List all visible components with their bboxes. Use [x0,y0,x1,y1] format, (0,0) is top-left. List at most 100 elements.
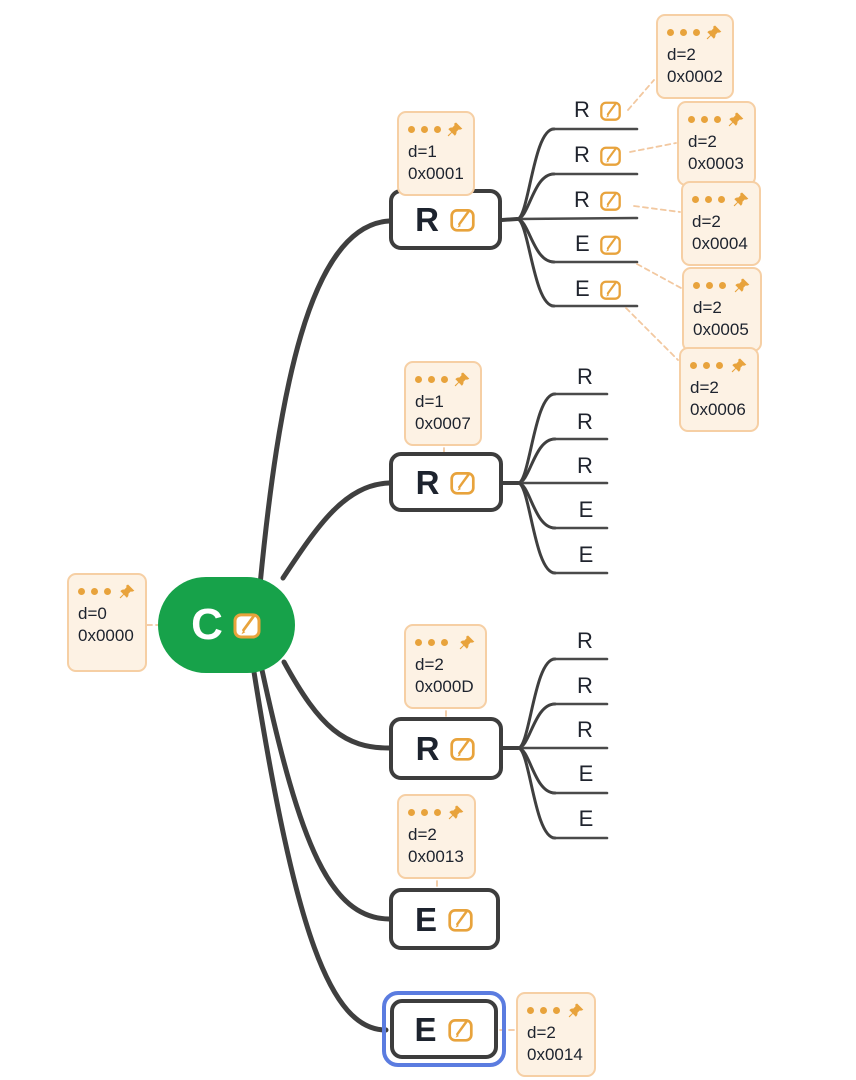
note-address: 0x0000 [78,626,134,646]
root-node-label: C [191,600,223,649]
leaf-node[interactable]: E [575,274,622,304]
pushpin-icon [730,357,748,375]
root-node[interactable]: C [158,577,295,673]
note-depth: d=0 [78,604,107,623]
connector-line [516,481,557,575]
note-depth: d=1 [408,142,437,161]
leaf-node[interactable]: R [574,95,622,125]
edit-note-icon[interactable] [599,144,622,167]
connector-line [257,218,392,588]
leaf-node[interactable]: R [574,140,622,170]
leaf-label: E [578,761,594,786]
branch-node-r3[interactable]: R [389,717,503,780]
leaf-node[interactable]: R [574,626,596,656]
leaf-label: R [574,97,590,122]
edit-note-icon[interactable] [232,610,262,640]
ellipsis-dots-icon [690,362,723,369]
edit-note-icon[interactable] [599,189,622,212]
note-address: 0x0005 [693,320,749,340]
branch-node-e1[interactable]: E [389,888,500,950]
note-depth: d=2 [688,132,717,151]
leaf-node[interactable]: E [575,759,597,789]
connector-line [515,216,639,221]
edit-note-icon[interactable] [599,99,622,122]
note-address: 0x0007 [415,414,471,434]
leaf-node[interactable]: R [574,185,622,215]
leaf-node[interactable]: E [575,229,622,259]
connector-line [516,746,557,840]
branch-node-e2-selected[interactable]: E [390,999,498,1059]
edit-note-icon[interactable] [449,735,476,762]
branch-node-label: E [414,900,437,938]
leaf-label: R [577,717,593,742]
connector-line [516,657,557,750]
note-address: 0x0004 [692,234,748,254]
note-card-header [408,804,465,821]
connector-line [251,669,389,1033]
note-card-0x000D[interactable]: d=2 0x000D [404,624,487,709]
note-card-0x0001[interactable]: d=1 0x0001 [397,111,475,196]
leaf-node[interactable]: E [575,540,597,570]
note-address: 0x0001 [408,164,464,184]
ellipsis-dots-icon [415,376,448,383]
leaf-label: E [578,542,594,567]
ellipsis-dots-icon [408,809,441,816]
ellipsis-dots-icon [688,116,721,123]
edit-note-icon[interactable] [447,906,474,933]
branch-node-label: E [414,1010,437,1048]
note-address: 0x0003 [688,154,744,174]
edit-note-icon[interactable] [447,1016,474,1043]
note-card-0x0007[interactable]: d=1 0x0007 [404,361,482,446]
leaf-node[interactable]: R [574,362,596,392]
note-card-header [415,371,471,388]
leaf-node[interactable]: R [574,451,596,481]
ellipsis-dots-icon [693,282,726,289]
leaf-label: E [578,806,594,831]
leaf-label: R [577,453,593,478]
note-card-0x0004[interactable]: d=2 0x0004 [681,181,761,266]
note-depth: d=2 [690,378,719,397]
pushpin-icon [447,804,465,822]
selected-node-ring: E [382,991,506,1067]
leaf-node[interactable]: E [575,495,597,525]
connector-line [625,307,679,361]
note-depth: d=2 [693,298,722,317]
note-card-0x0006[interactable]: d=2 0x0006 [679,347,759,432]
ellipsis-dots-icon [692,196,725,203]
connector-line [629,142,677,153]
pushpin-icon [453,371,471,389]
connector-line [259,667,392,922]
leaf-node[interactable]: R [574,671,596,701]
connector-line [516,392,557,485]
leaf-node[interactable]: R [574,715,596,745]
note-depth: d=2 [415,655,444,674]
edit-note-icon[interactable] [449,469,476,496]
leaf-label: E [575,276,590,301]
note-card-header [690,357,748,374]
leaf-node[interactable]: R [574,407,596,437]
branch-node-label: R [415,730,440,767]
branch-node-r1[interactable]: R [389,189,502,250]
note-card-header [692,191,750,208]
note-card-0x0002[interactable]: d=2 0x0002 [656,14,734,99]
note-card-0x0005[interactable]: d=2 0x0005 [682,267,762,352]
note-card-header [688,111,745,128]
note-card-0x0013[interactable]: d=2 0x0013 [397,794,476,879]
leaf-label: R [577,364,593,389]
edit-note-icon[interactable] [599,278,622,301]
edit-note-icon[interactable] [449,206,476,233]
connector-line [500,217,519,222]
leaf-node[interactable]: E [575,804,597,834]
leaf-label: R [574,187,590,212]
edit-note-icon[interactable] [599,233,622,256]
note-card-0x0000[interactable]: d=0 0x0000 [67,573,147,672]
branch-node-label: R [415,463,440,501]
note-card-0x0014[interactable]: d=2 0x0014 [516,992,596,1077]
branch-node-r2[interactable]: R [389,452,503,512]
ellipsis-dots-icon [408,126,441,133]
leaf-label: R [577,673,593,698]
leaf-label: E [575,231,590,256]
pushpin-icon [732,191,750,209]
note-card-0x0003[interactable]: d=2 0x0003 [677,101,756,186]
